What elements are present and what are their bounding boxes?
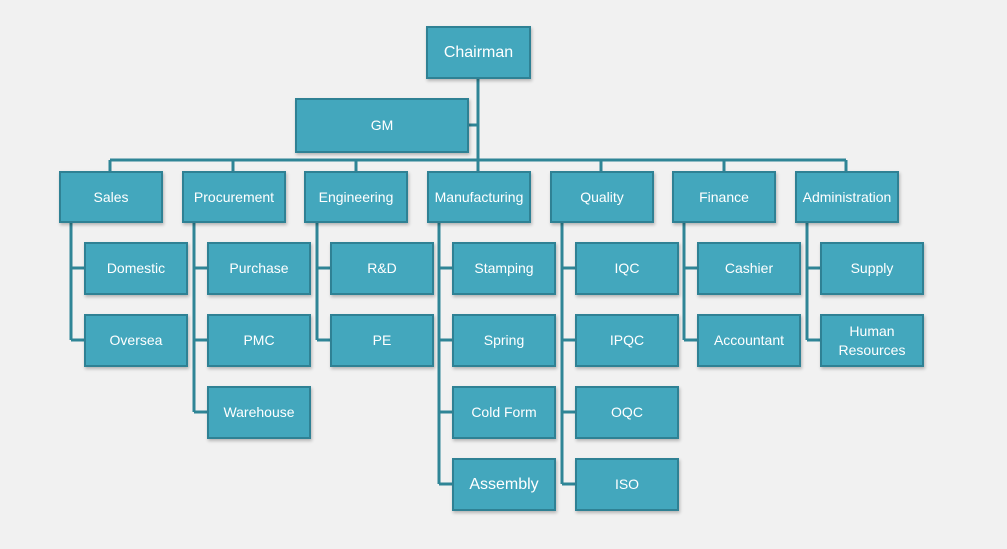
dept-sales: Sales (59, 171, 163, 223)
unit-assembly: Assembly (452, 458, 556, 511)
unit-oversea: Oversea (84, 314, 188, 367)
unit-pe: PE (330, 314, 434, 367)
dept-administration: Administration (795, 171, 899, 223)
unit-stamping: Stamping (452, 242, 556, 295)
unit-iso: ISO (575, 458, 679, 511)
unit-iqc: IQC (575, 242, 679, 295)
unit-pmc: PMC (207, 314, 311, 367)
unit-accountant: Accountant (697, 314, 801, 367)
chairman-box: Chairman (426, 26, 531, 79)
unit-spring: Spring (452, 314, 556, 367)
unit-purchase: Purchase (207, 242, 311, 295)
unit-warehouse: Warehouse (207, 386, 311, 439)
unit-oqc: OQC (575, 386, 679, 439)
unit-domestic: Domestic (84, 242, 188, 295)
unit-supply: Supply (820, 242, 924, 295)
unit-cold-form: Cold Form (452, 386, 556, 439)
unit-cashier: Cashier (697, 242, 801, 295)
dept-finance: Finance (672, 171, 776, 223)
unit-human-resources: Human Resources (820, 314, 924, 367)
unit-ipqc: IPQC (575, 314, 679, 367)
gm-box: GM (295, 98, 469, 153)
dept-engineering: Engineering (304, 171, 408, 223)
dept-quality: Quality (550, 171, 654, 223)
unit-rnd: R&D (330, 242, 434, 295)
dept-manufacturing: Manufacturing (427, 171, 531, 223)
dept-procurement: Procurement (182, 171, 286, 223)
